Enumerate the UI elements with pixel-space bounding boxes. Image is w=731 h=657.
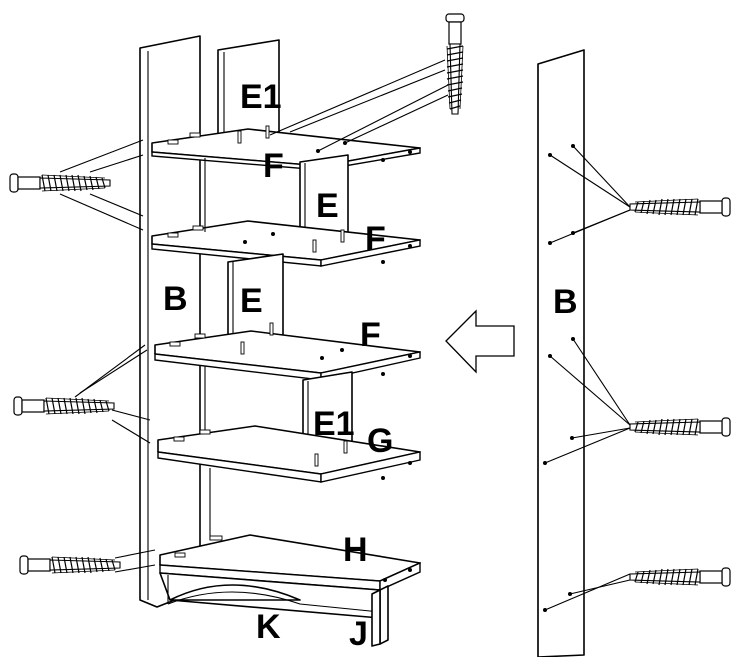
label-b-right: B bbox=[553, 283, 578, 321]
fittings bbox=[167, 125, 412, 582]
label-g: G bbox=[367, 422, 393, 460]
label-e-upper: E bbox=[316, 187, 339, 225]
screw-leaders-left bbox=[59, 59, 449, 573]
screw-icon bbox=[629, 197, 731, 217]
label-h: H bbox=[343, 531, 368, 569]
label-e1-top: E1 bbox=[240, 78, 282, 116]
plinth-j bbox=[371, 585, 389, 647]
label-f-top: F bbox=[263, 147, 284, 185]
screw-leaders-right bbox=[544, 145, 631, 611]
label-f-middle: F bbox=[360, 316, 381, 354]
label-f-upper: F bbox=[365, 220, 386, 258]
shelf-h bbox=[159, 534, 421, 592]
screw-icon bbox=[9, 173, 111, 193]
screw-icon bbox=[445, 13, 465, 115]
hollow-arrow-left-icon bbox=[445, 309, 515, 374]
screw-icon bbox=[13, 396, 115, 416]
screw-icon bbox=[629, 567, 731, 587]
label-j: J bbox=[349, 615, 368, 653]
label-e1-lower: E1 bbox=[313, 405, 355, 443]
label-b-left: B bbox=[163, 280, 188, 318]
label-e-middle: E bbox=[240, 282, 263, 320]
right-side-panel-b bbox=[537, 49, 585, 657]
shelf-g bbox=[157, 425, 421, 483]
left-side-panel-b bbox=[139, 35, 201, 608]
plinth-k bbox=[159, 572, 381, 619]
back-edges bbox=[204, 158, 211, 540]
label-k: K bbox=[256, 608, 281, 646]
screw-icon bbox=[19, 555, 121, 575]
screw-icon bbox=[629, 417, 731, 437]
